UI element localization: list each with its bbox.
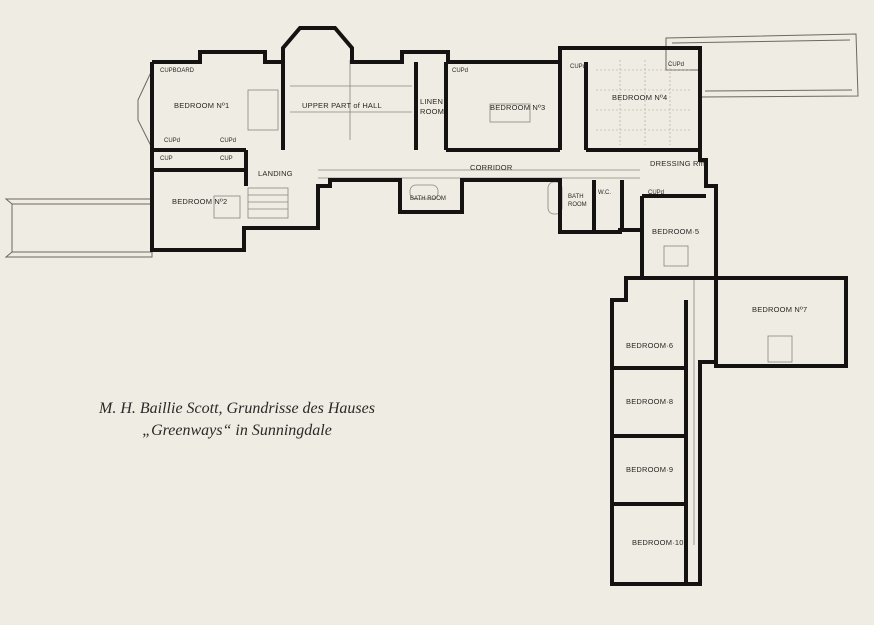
bath-tub-1 (409, 184, 439, 200)
label-cupd-5: CUPd (668, 62, 684, 68)
label-bedroom-9: BEDROOM·9 (626, 465, 673, 474)
label-bath-room-2b: ROOM (568, 202, 587, 208)
label-cupd-3: CUPd (452, 68, 468, 74)
bedroom4-pattern (596, 60, 690, 145)
label-bedroom-1: BEDROOM Nº1 (174, 101, 229, 110)
bay-window-left (137, 69, 153, 149)
label-bedroom-5: BEDROOM·5 (652, 227, 699, 236)
bed-3 (489, 103, 531, 123)
right-roof-projection (665, 33, 859, 98)
label-bedroom-2: BEDROOM Nº2 (172, 197, 227, 206)
label-bath-room-2a: BATH (568, 194, 584, 200)
label-cup-1: CUP (160, 156, 173, 162)
label-cupd-4: CUPd (570, 64, 586, 70)
bed-5 (663, 245, 689, 267)
label-cup-2: CUP (220, 156, 233, 162)
caption-line-1: M. H. Baillie Scott, Grundrisse des Haus… (99, 400, 375, 417)
label-bedroom-10: BEDROOM·10 (632, 538, 684, 547)
caption-line-2: „Greenways“ in Sunningdale (142, 422, 332, 439)
left-roof-projection (4, 198, 153, 258)
label-cupd-2: CUPd (220, 138, 236, 144)
label-linen-1: LINEN (420, 97, 443, 106)
label-bedroom-3: BEDROOM Nº3 (490, 103, 545, 112)
label-bedroom-8: BEDROOM·8 (626, 397, 673, 406)
roof-outlines (4, 33, 859, 258)
label-bedroom-6: BEDROOM·6 (626, 341, 673, 350)
label-cupd-1: CUPd (164, 138, 180, 144)
label-upper-hall: UPPER PART of HALL (302, 101, 382, 110)
label-bedroom-7: BEDROOM Nº7 (752, 305, 807, 314)
label-corridor: CORRIDOR (470, 163, 513, 172)
bed-7 (767, 335, 793, 363)
label-bedroom-4: BEDROOM Nº4 (612, 93, 667, 102)
label-landing: LANDING (258, 169, 293, 178)
right-roof-ridge (671, 39, 851, 44)
label-linen-2: ROOM (420, 107, 444, 116)
staircase (247, 187, 289, 219)
walls (150, 26, 848, 586)
label-dressing: DRESSING Rm (650, 159, 705, 168)
label-cupd-6: CUPd (648, 190, 664, 196)
room-labels: BEDROOM Nº1 UPPER PART of HALL LINEN ROO… (160, 62, 807, 547)
right-roof-ridge-2 (704, 89, 853, 92)
label-bath-room-1: BATH ROOM (410, 196, 446, 202)
bed-1 (247, 89, 279, 131)
figure-caption: M. H. Baillie Scott, Grundrisse des Haus… (0, 398, 474, 442)
interior-lines (213, 60, 793, 545)
bed-2 (213, 195, 241, 219)
label-cupboard: CUPBOARD (160, 68, 195, 74)
label-wc: W.C. (598, 190, 611, 196)
